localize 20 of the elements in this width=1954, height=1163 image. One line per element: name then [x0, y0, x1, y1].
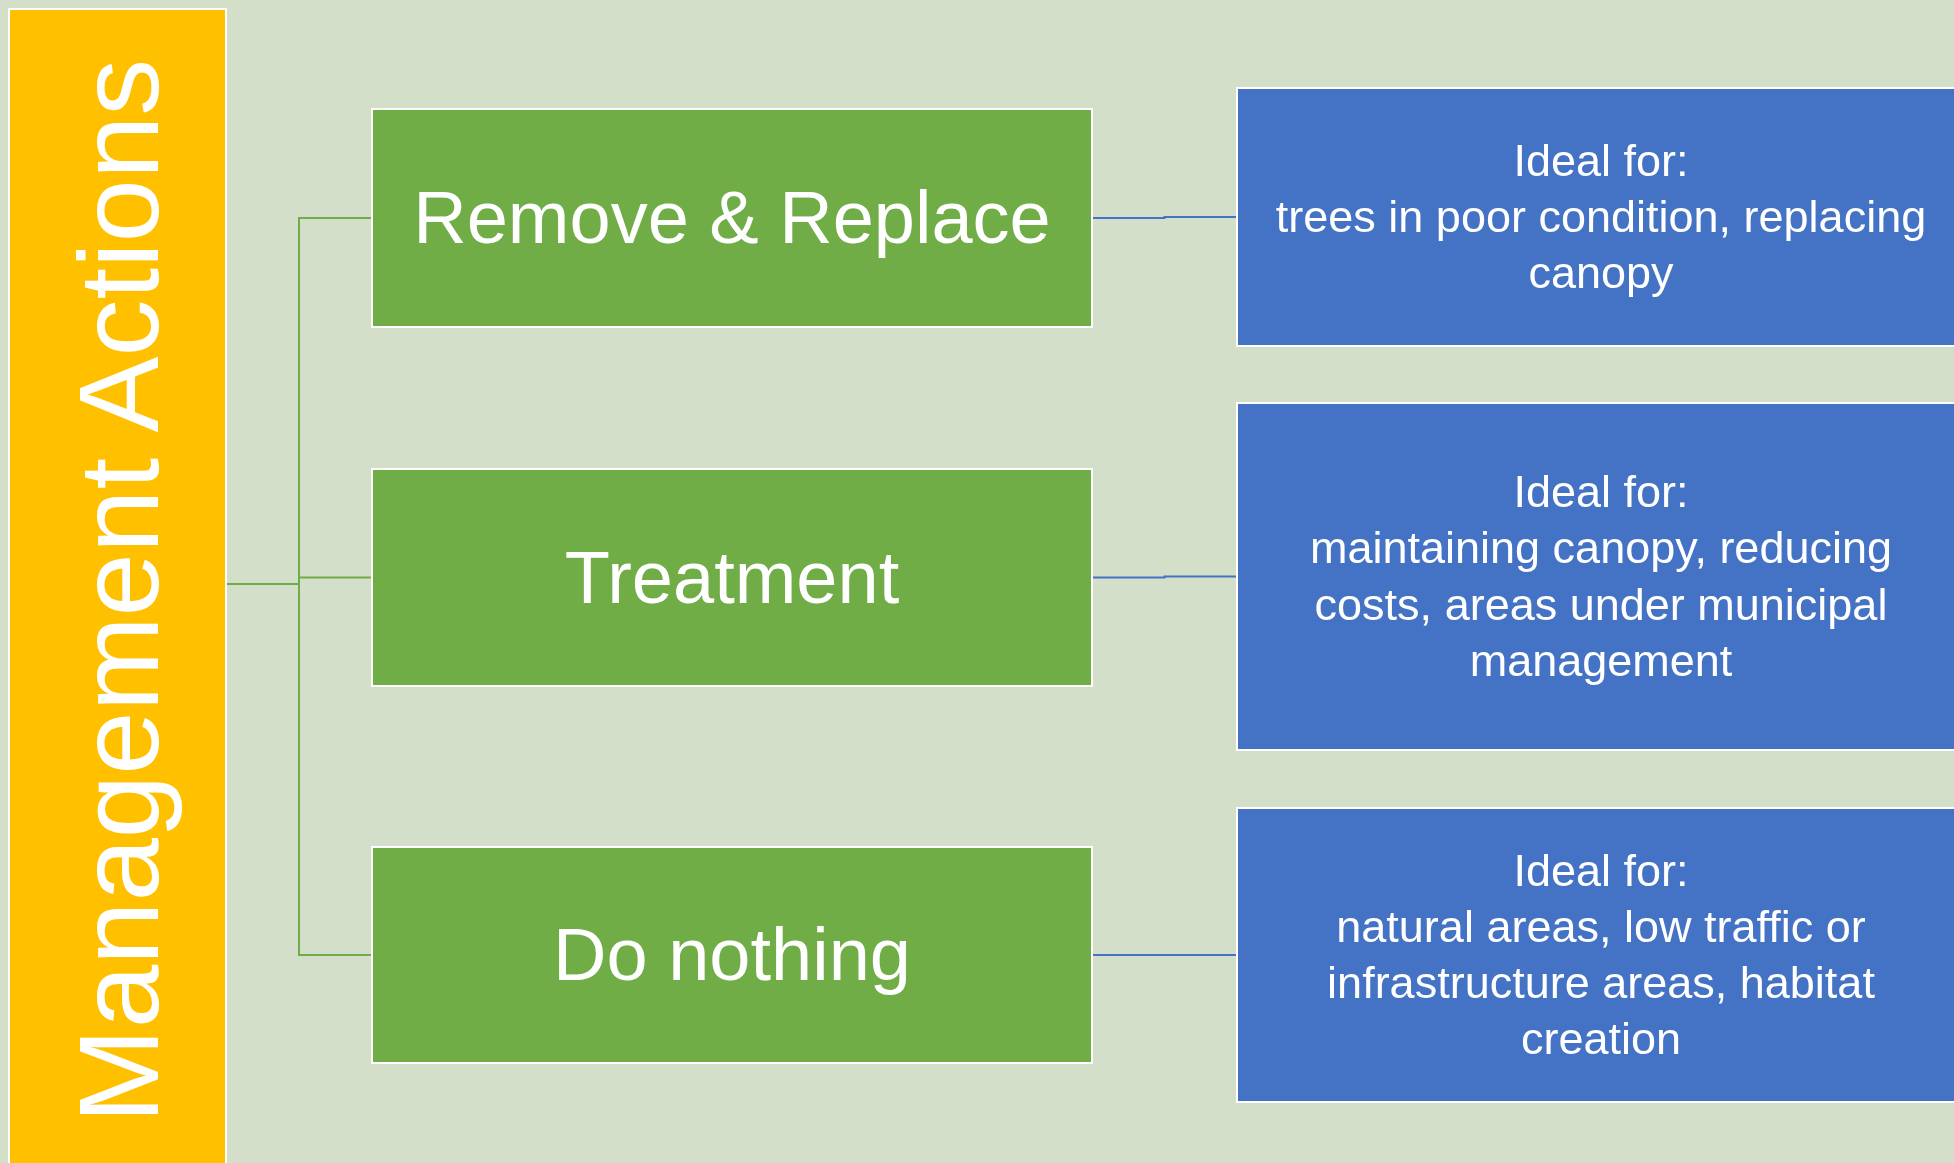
description-text: natural areas, low traffic or infrastructure areas, habitat creation	[1326, 899, 1876, 1067]
action-label: Do nothing	[553, 912, 911, 998]
description-heading: Ideal for:	[1513, 843, 1689, 898]
description-text: trees in poor condition, replacing canopy	[1274, 189, 1928, 301]
action-label: Remove & Replace	[413, 175, 1051, 261]
description-heading: Ideal for:	[1513, 133, 1689, 188]
connector-line	[1092, 954, 1237, 956]
connector-line	[1092, 216, 1237, 219]
action-box	[371, 108, 1093, 328]
description-heading: Ideal for:	[1513, 465, 1689, 519]
action-box	[371, 468, 1093, 687]
connector-line	[1092, 575, 1237, 579]
vertical-title: Management Actions	[53, 58, 183, 1123]
action-box	[371, 846, 1093, 1064]
description-box	[1236, 87, 1954, 347]
action-label: Treatment	[564, 534, 900, 621]
description-text: maintaining canopy, reducing costs, areas under municipal management	[1308, 521, 1893, 688]
description-box	[1236, 807, 1954, 1103]
description-box	[1236, 402, 1954, 751]
category-bar	[8, 8, 227, 1163]
